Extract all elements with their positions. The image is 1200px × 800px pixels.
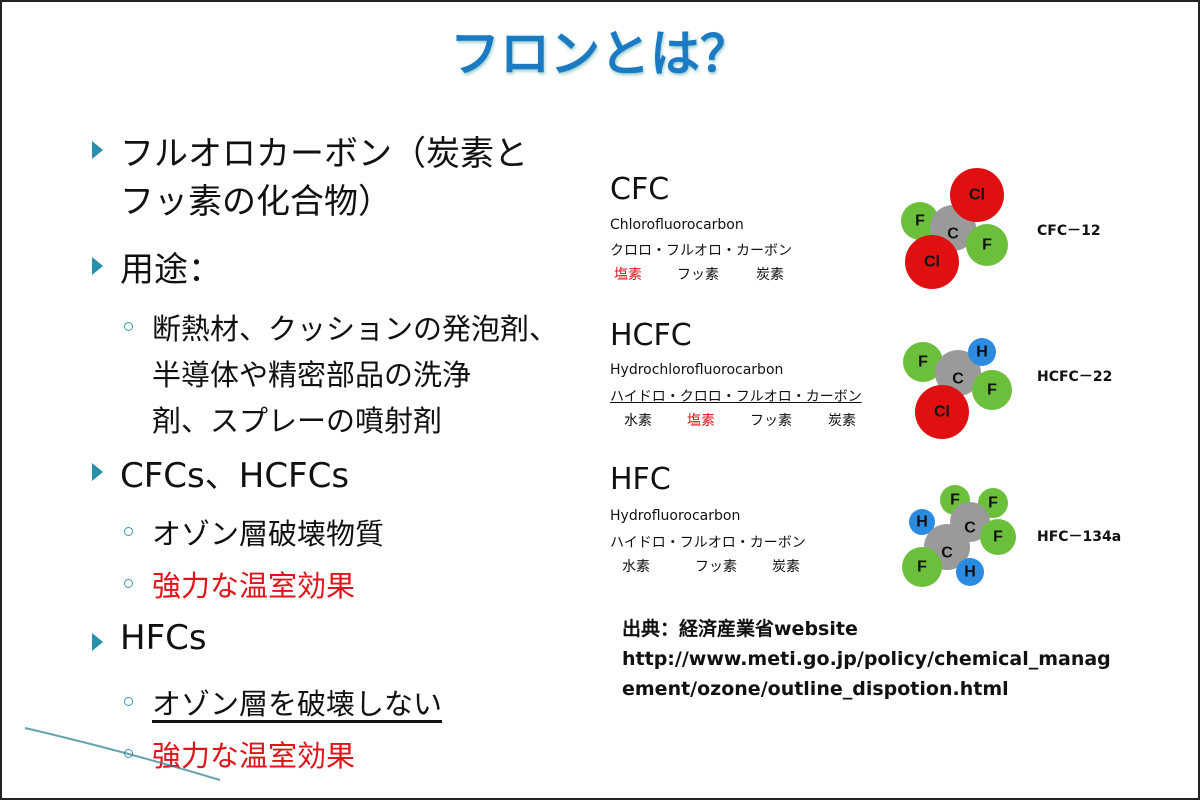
svg-text:F: F <box>915 213 925 230</box>
slide-title: フロンとは？ <box>450 25 750 83</box>
svg-text:C: C <box>947 226 959 243</box>
svg-text:H: H <box>916 514 928 531</box>
sub-uses-line3: 剤、スプレーの噴射剤 <box>152 404 443 438</box>
atom-f-icon: F <box>903 342 943 382</box>
atom-cl-icon: Cl <box>950 168 1004 222</box>
atom-h-icon: H <box>968 338 996 366</box>
source-url-line2[interactable]: ement/ozone/outline_dispotion.html <box>622 678 1009 700</box>
cfc-name: Chlorofluorocarbon <box>610 217 744 233</box>
hcfc-heading: HCFC <box>610 318 692 353</box>
decorative-swoosh <box>24 727 221 781</box>
hfc-element: フッ素 <box>695 559 737 575</box>
sub-ozone-depleting: オゾン層破壊物質 <box>152 517 385 551</box>
atom-h-icon: H <box>909 509 935 535</box>
atom-c-icon: C <box>935 350 981 396</box>
svg-text:H: H <box>976 344 988 361</box>
hfc-name: Hydrofluorocarbon <box>610 508 741 524</box>
sub-no-ozone-depletion: オゾン層を破壊しない <box>152 687 443 721</box>
bullet-fluorocarbon: フルオロカーボン（炭素と <box>120 134 528 174</box>
svg-text:F: F <box>917 559 927 576</box>
svg-text:Cl: Cl <box>924 254 940 271</box>
svg-text:F: F <box>993 529 1003 546</box>
bullet-arrow-icon <box>92 463 103 481</box>
sub-uses-line1: 断熱材、クッションの発泡剤、 <box>152 312 559 346</box>
cfc-element: フッ素 <box>677 267 719 283</box>
atom-f-icon: F <box>972 370 1012 410</box>
hcfc-example: HCFC－22 <box>1037 369 1113 385</box>
svg-text:C: C <box>941 545 953 562</box>
source-label: 出典：経済産業省website <box>622 618 858 640</box>
hcfc-kana: ハイドロ・クロロ・フルオロ・カーボン <box>610 389 862 405</box>
atom-f-icon: F <box>902 547 942 587</box>
source-url-line1[interactable]: http://www.meti.go.jp/policy/chemical_ma… <box>622 648 1111 670</box>
bullet-fluorocarbon-cont: フッ素の化合物） <box>120 182 392 222</box>
hfc-heading: HFC <box>610 462 671 497</box>
cfc-element: 炭素 <box>756 267 784 283</box>
hcfc-name: Hydrochlorofluorocarbon <box>610 362 784 378</box>
sub-greenhouse-effect-hfc: 強力な温室効果 <box>152 739 356 773</box>
bullet-arrow-icon <box>92 257 103 275</box>
hfc-element: 炭素 <box>772 559 800 575</box>
cfc-element: 塩素 <box>614 267 642 283</box>
atom-h-icon: H <box>956 558 984 586</box>
atom-cl-icon: Cl <box>915 385 969 439</box>
bullet-arrow-icon <box>92 141 103 159</box>
svg-text:F: F <box>982 237 992 254</box>
sub-bullet-icon <box>124 527 133 536</box>
sub-greenhouse-effect: 強力な温室効果 <box>152 569 356 603</box>
hfc-element: 水素 <box>622 559 650 575</box>
cfc-heading: CFC <box>610 172 670 207</box>
sub-bullet-icon <box>124 697 133 706</box>
svg-text:F: F <box>987 382 997 399</box>
svg-text:C: C <box>952 371 964 388</box>
cfc-example: CFC－12 <box>1037 223 1101 239</box>
sub-bullet-icon <box>124 322 133 331</box>
hfc-example: HFC－134a <box>1037 529 1122 545</box>
bullet-hfcs: HFCs <box>120 618 207 658</box>
sub-bullet-icon <box>124 579 133 588</box>
bullet-uses: 用途： <box>120 250 222 290</box>
svg-text:C: C <box>964 520 976 537</box>
svg-text:F: F <box>918 354 928 371</box>
atom-f-icon: F <box>966 224 1008 266</box>
atom-f-icon: F <box>980 519 1016 555</box>
hcfc-element: 水素 <box>624 413 652 429</box>
hfc-kana: ハイドロ・フルオロ・カーボン <box>610 535 806 551</box>
svg-text:F: F <box>988 495 998 512</box>
hcfc-element: 炭素 <box>828 413 856 429</box>
bullet-arrow-icon <box>92 633 103 651</box>
bullet-cfcs-hcfcs: CFCs、HCFCs <box>120 456 350 496</box>
svg-text:Cl: Cl <box>934 404 950 421</box>
hcfc-element: 塩素 <box>687 413 715 429</box>
svg-text:H: H <box>964 564 976 581</box>
cfc-kana: クロロ・フルオロ・カーボン <box>610 243 792 259</box>
sub-uses-line2: 半導体や精密部品の洗浄 <box>152 358 472 392</box>
svg-text:Cl: Cl <box>969 187 985 204</box>
svg-text:F: F <box>950 492 960 509</box>
atom-f-icon: F <box>901 202 939 240</box>
hcfc-element: フッ素 <box>750 413 792 429</box>
atom-cl-icon: Cl <box>905 235 959 289</box>
